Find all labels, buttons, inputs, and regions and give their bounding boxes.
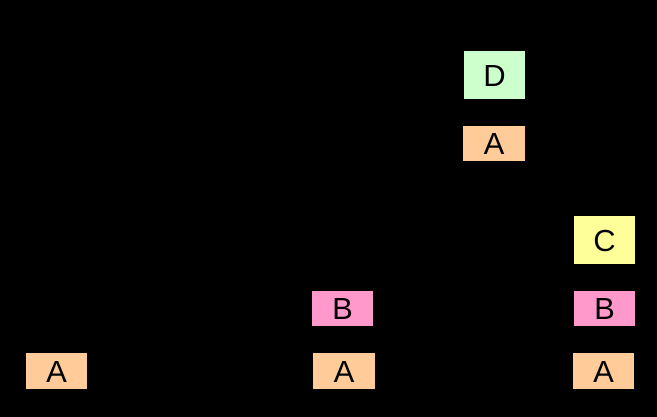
block-b-stack2: B <box>312 291 373 326</box>
block-a-stack2: A <box>313 353 375 389</box>
block-a-stack1: A <box>26 353 87 389</box>
block-b-stack4: B <box>574 291 635 326</box>
block-a-stack3: A <box>463 126 525 161</box>
block-d-stack3: D <box>464 51 525 99</box>
block-c-stack4: C <box>574 216 635 264</box>
block-a-stack4: A <box>573 353 634 389</box>
